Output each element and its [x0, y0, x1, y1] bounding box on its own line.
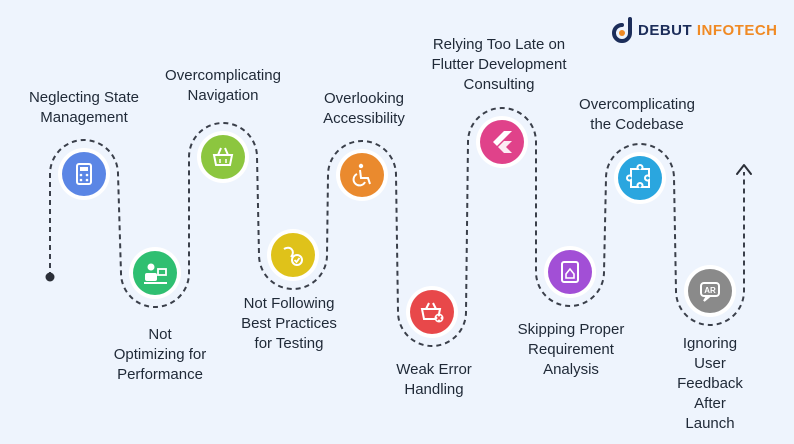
flutter-logo-icon	[493, 131, 512, 153]
step-node-circle	[480, 120, 524, 164]
step-label: Skipping Proper Requirement Analysis	[517, 321, 625, 378]
step-node-circle	[688, 269, 732, 313]
step-node: AR	[684, 265, 736, 317]
start-dot	[45, 272, 55, 282]
step-label: Ignoring User Feedback After Launch	[677, 335, 743, 432]
step-node	[406, 286, 458, 338]
svg-text:AR: AR	[704, 286, 716, 295]
step-label: Overlooking Accessibility	[323, 90, 405, 127]
wheelchair-icon	[352, 163, 371, 187]
puzzle-icon	[626, 164, 650, 188]
step-label: Overcomplicating the Codebase	[579, 96, 695, 133]
brand-name: DEBUT INFOTECH	[638, 22, 778, 39]
step-node	[129, 247, 181, 299]
step-node	[267, 229, 319, 281]
step-label: Not Optimizing for Performance	[113, 326, 207, 383]
step-node	[58, 148, 110, 200]
worker-desk-icon	[144, 263, 167, 284]
step-label: Overcomplicating Navigation	[165, 67, 281, 104]
error-basket-icon	[420, 302, 444, 323]
calculator-icon	[76, 163, 92, 185]
step-label: Weak Error Handling	[396, 361, 472, 398]
step-node-circle	[62, 152, 106, 196]
step-node-circle	[548, 250, 592, 294]
step-node-circle	[201, 135, 245, 179]
brand-name-part2: INFOTECH	[696, 21, 778, 39]
step-label: Not Following Best Practices for Testing	[241, 295, 337, 352]
end-arrow-icon	[736, 164, 752, 175]
step-node-circle	[410, 290, 454, 334]
step-node	[476, 116, 528, 168]
brand-name-part1: DEBUT	[638, 21, 697, 39]
check-leaf-icon	[283, 246, 303, 266]
feedback-chat-icon: AR	[700, 282, 720, 302]
navigation-basket-icon	[212, 147, 234, 166]
step-node	[197, 131, 249, 183]
step-node	[614, 152, 666, 204]
step-label: Relying Too Late on Flutter Development …	[431, 36, 567, 93]
document-house-icon	[561, 261, 579, 283]
step-node-circle	[618, 156, 662, 200]
roadmap-path	[49, 107, 745, 347]
step-label: Neglecting State Management	[28, 89, 140, 126]
brand-logo: DEBUT INFOTECH	[612, 16, 778, 44]
debut-logo-icon	[612, 17, 632, 43]
step-node	[544, 246, 596, 298]
step-node-circle	[340, 153, 384, 197]
step-node	[336, 149, 388, 201]
